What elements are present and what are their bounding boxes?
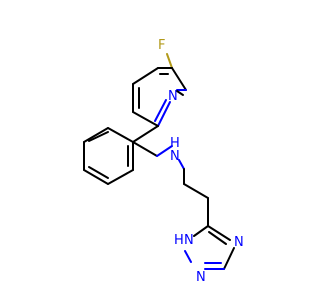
bond-n1-c2-double xyxy=(154,99,167,122)
bond-c2-ch xyxy=(132,125,159,143)
bond-ph3-ph4 xyxy=(83,169,109,185)
amine-nitrogen-label: N xyxy=(170,149,180,164)
bond-n2-n1 xyxy=(184,250,192,263)
bond-ph3-ph4-double xyxy=(88,166,109,179)
bond-n1-c5 xyxy=(193,225,209,237)
triazole-nitrogen-left-label: N xyxy=(184,233,194,248)
triazole-hydrogen-label: H xyxy=(174,233,184,248)
bond-c5-c6 xyxy=(171,67,187,91)
bond-n1-c2 xyxy=(157,101,171,127)
bond-ph1-ph2-double xyxy=(88,131,109,142)
bond-n4-c3 xyxy=(223,247,235,270)
amine-hydrogen-label: H xyxy=(170,136,180,151)
bond-ch-ph1 xyxy=(107,127,134,143)
bond-ch-nh xyxy=(132,141,158,157)
pyridine-nitrogen-label: N xyxy=(168,89,178,104)
bond-c5-n4-double xyxy=(208,231,227,245)
bond-ch2a-ch2b xyxy=(183,183,209,199)
bond-f-c5 xyxy=(166,53,173,69)
bond-n-ch2a xyxy=(178,159,185,170)
molecule-diagram: F N N H N N H N xyxy=(83,38,244,285)
bond-ch-nh-n xyxy=(156,145,173,157)
structure-svg: F N N H N N H N xyxy=(83,38,244,285)
fluorine-label: F xyxy=(158,38,165,53)
bond-ph4-ph5 xyxy=(107,169,134,185)
bond-c2-c3 xyxy=(132,111,159,127)
bond-c5-n4 xyxy=(207,225,231,241)
bond-ph1-ph2 xyxy=(83,127,109,143)
bond-c4-c5a xyxy=(132,67,159,85)
bond-c6-n1-inner xyxy=(176,90,184,96)
triazole-nitrogen-right-label: N xyxy=(234,235,244,250)
triazole-nitrogen-bottom-label: N xyxy=(196,270,206,285)
